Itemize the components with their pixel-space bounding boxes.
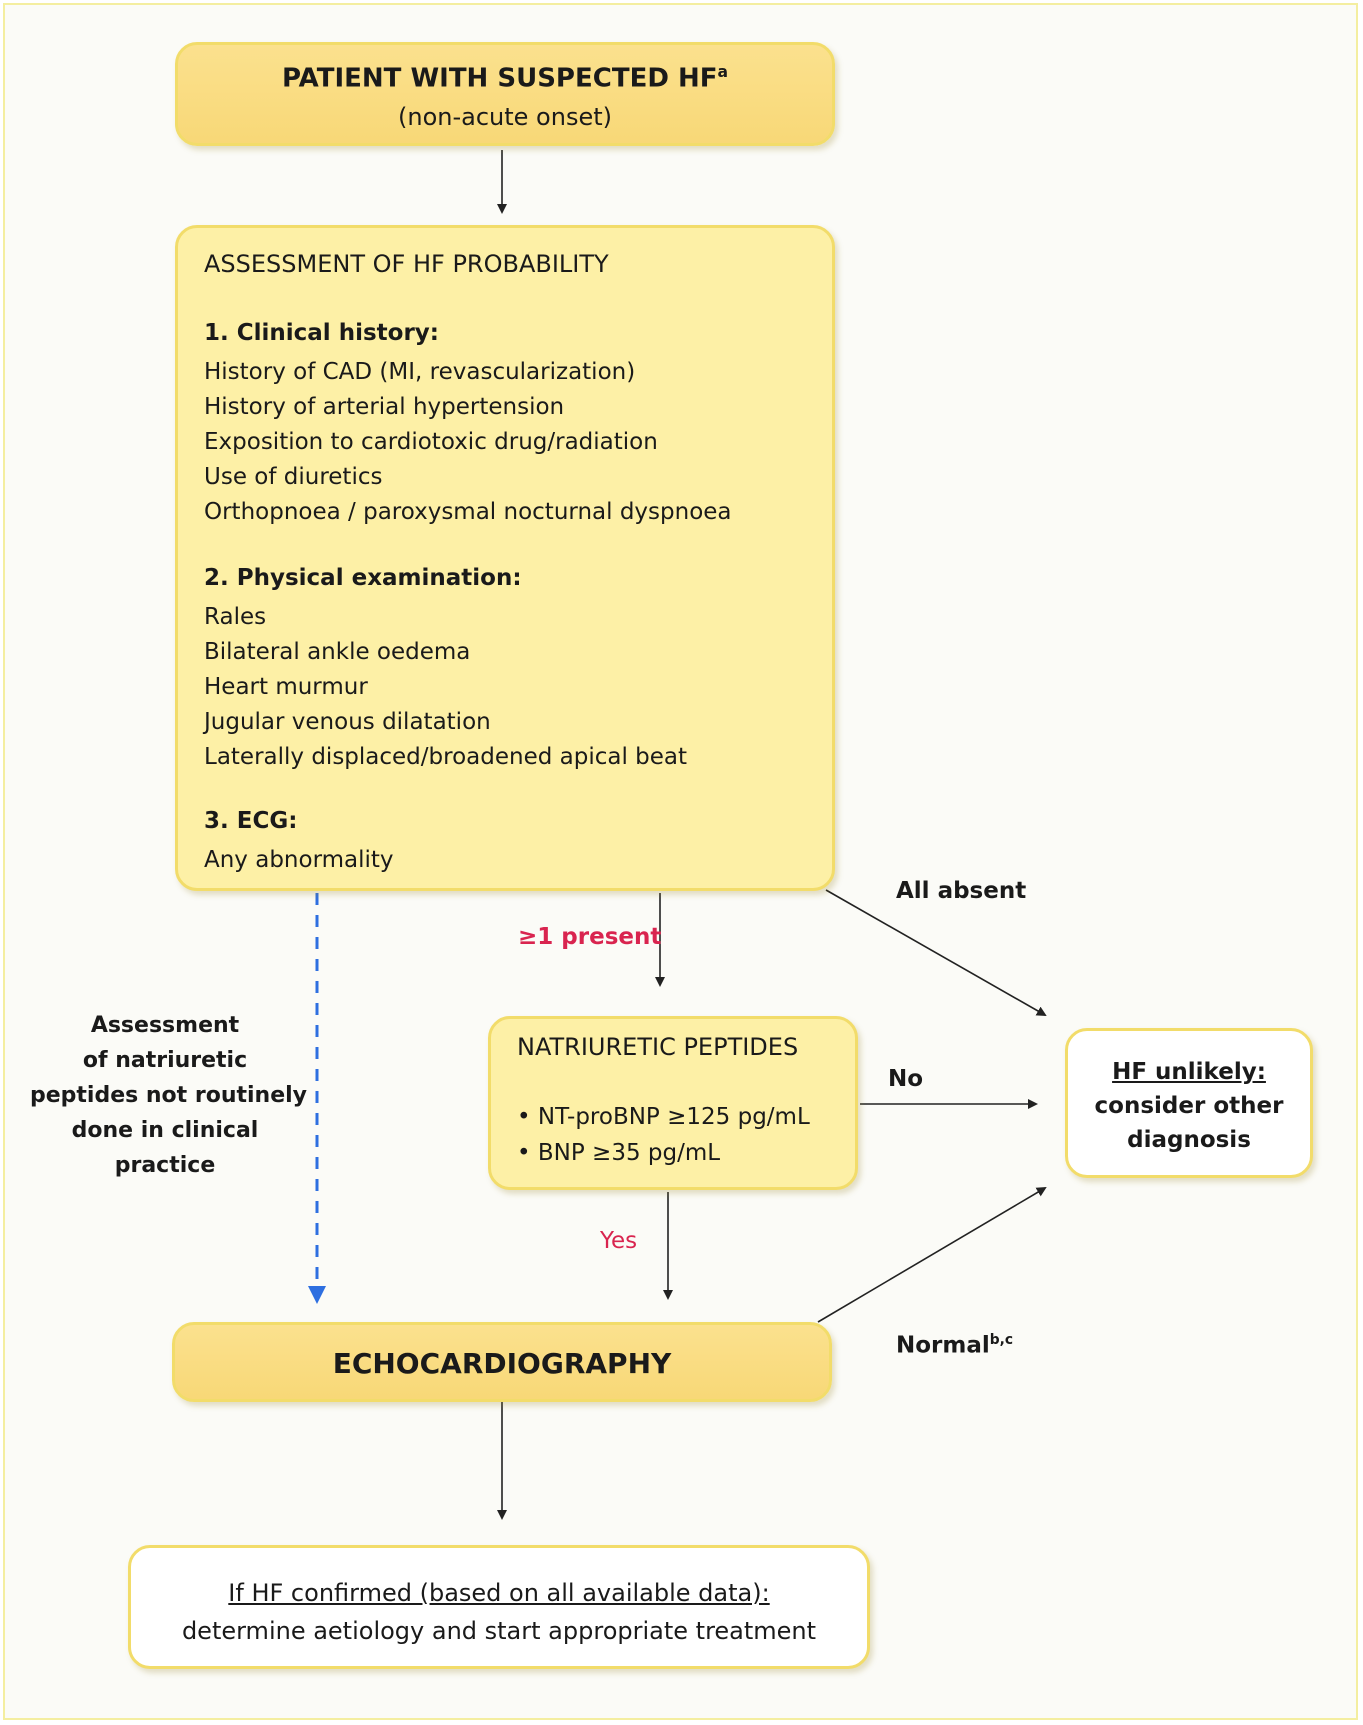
list-item: • NT-proBNP ≥125 pg/mL xyxy=(517,1104,810,1130)
start-title-sup: a xyxy=(717,63,729,81)
label-normal-text: Normal xyxy=(896,1332,990,1359)
side-note-line: of natriuretic xyxy=(82,1048,248,1073)
list-item: Rales xyxy=(204,604,267,630)
start-title-text: PATIENT WITH SUSPECTED HF xyxy=(281,63,718,94)
list-item: History of arterial hypertension xyxy=(204,394,565,420)
list-item: History of CAD (MI, revascularization) xyxy=(204,359,636,385)
section-clinical-history-items: History of CAD (MI, revascularization) H… xyxy=(204,355,732,530)
list-item: Jugular venous dilatation xyxy=(204,709,491,735)
label-no: No xyxy=(888,1066,924,1092)
list-item: Exposition to cardiotoxic drug/radiation xyxy=(204,429,658,455)
side-note: Assessment of natriuretic peptides not r… xyxy=(30,1008,307,1183)
list-item: Use of diuretics xyxy=(204,464,383,490)
final-line2: determine aetiology and start appropriat… xyxy=(181,1617,817,1645)
label-all-absent: All absent xyxy=(896,878,1027,904)
hf-unlikely-box: HF unlikely: consider other diagnosis xyxy=(1065,1028,1313,1178)
start-box: PATIENT WITH SUSPECTED HFa (non-acute on… xyxy=(175,42,835,146)
list-item: Heart murmur xyxy=(204,674,368,700)
list-item: Any abnormality xyxy=(204,847,394,873)
final-box: If HF confirmed (based on all available … xyxy=(128,1545,870,1669)
list-item: Laterally displaced/broadened apical bea… xyxy=(204,744,688,770)
hf-unlikely-line2: consider other xyxy=(1094,1093,1284,1119)
final-title: If HF confirmed (based on all available … xyxy=(228,1579,770,1607)
list-item: Orthopnoea / paroxysmal nocturnal dyspno… xyxy=(204,499,732,525)
hf-unlikely-line3: diagnosis xyxy=(1127,1127,1251,1153)
section-physical-exam-title: 2. Physical examination: xyxy=(204,565,522,591)
section-ecg-items: Any abnormality xyxy=(204,843,394,878)
echocardiography-label: ECHOCARDIOGRAPHY xyxy=(332,1347,672,1380)
assessment-heading: ASSESSMENT OF HF PROBABILITY xyxy=(204,250,609,278)
section-clinical-history-title: 1. Clinical history: xyxy=(204,320,439,346)
side-note-line: peptides not routinely xyxy=(30,1083,307,1108)
natriuretic-heading: NATRIURETIC PEPTIDES xyxy=(517,1033,799,1061)
list-item: Bilateral ankle oedema xyxy=(204,639,471,665)
label-normal: Normalb,c xyxy=(896,1332,1013,1359)
hf-unlikely-title: HF unlikely: xyxy=(1112,1059,1266,1085)
label-yes: Yes xyxy=(600,1228,638,1254)
section-ecg-title: 3. ECG: xyxy=(204,808,298,834)
arrow-assessment-to-unlikely xyxy=(825,889,1047,1016)
echocardiography-box: ECHOCARDIOGRAPHY xyxy=(172,1322,832,1402)
list-item: • BNP ≥35 pg/mL xyxy=(517,1140,721,1166)
side-note-line: done in clinical xyxy=(71,1118,259,1143)
label-present: ≥1 present xyxy=(518,924,662,950)
start-subtitle: (non-acute onset) xyxy=(398,103,612,131)
arrow-echo-to-unlikely xyxy=(817,1186,1047,1323)
natriuretic-items: • NT-proBNP ≥125 pg/mL • BNP ≥35 pg/mL xyxy=(517,1099,810,1171)
natriuretic-box: NATRIURETIC PEPTIDES • NT-proBNP ≥125 pg… xyxy=(488,1016,858,1190)
assessment-box: ASSESSMENT OF HF PROBABILITY 1. Clinical… xyxy=(175,225,835,891)
label-normal-sup: b,c xyxy=(989,1332,1014,1348)
final-text: If HF confirmed (based on all available … xyxy=(131,1574,867,1650)
side-note-line: Assessment xyxy=(90,1013,240,1038)
section-physical-exam-items: Rales Bilateral ankle oedema Heart murmu… xyxy=(204,600,687,775)
side-note-line: practice xyxy=(114,1153,216,1178)
start-title: PATIENT WITH SUSPECTED HFa xyxy=(178,63,832,94)
hf-unlikely-text: HF unlikely: consider other diagnosis xyxy=(1068,1055,1310,1157)
